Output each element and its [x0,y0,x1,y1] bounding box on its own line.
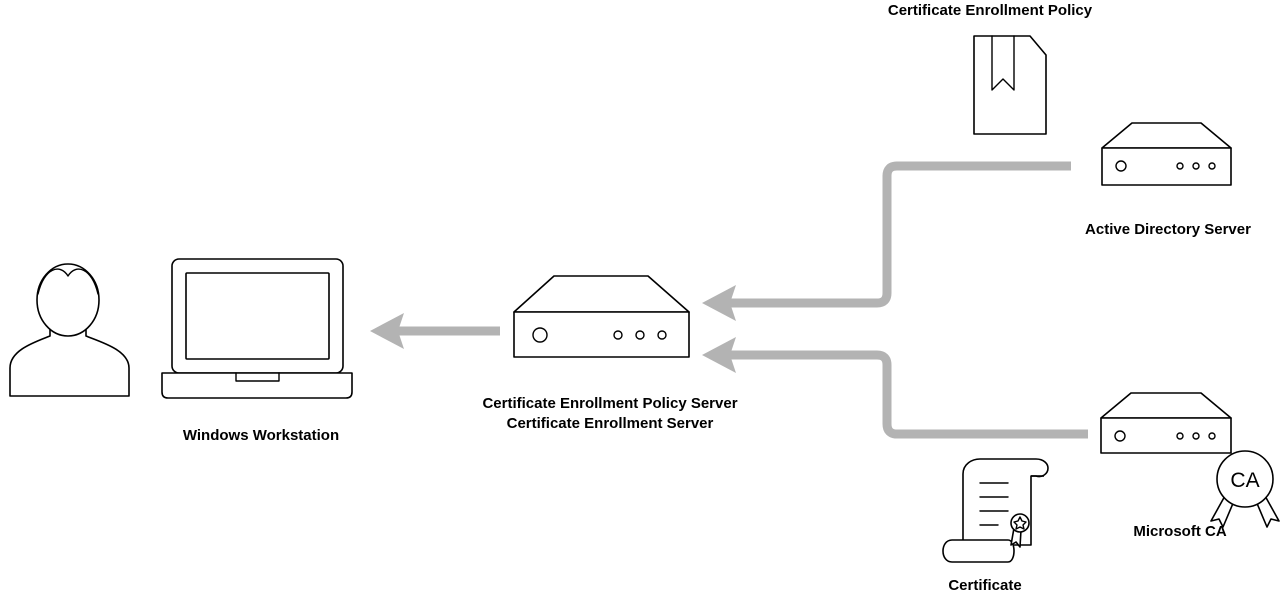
certificate-label: Certificate [948,577,1022,594]
windows-workstation-label: Windows Workstation [182,427,340,444]
certificate-scroll-icon [942,458,1049,563]
flow-from-active-directory [702,161,1071,321]
ca-badge-text: CA [1230,469,1259,492]
active-directory-label: Active Directory Server [1085,221,1251,238]
microsoft-ca-label: Microsoft CA [1133,523,1227,540]
user-icon [9,263,130,397]
arrow-to-workstation [370,313,500,349]
laptop-icon [161,258,353,399]
server-label: Certificate Enrollment Policy Server Cer… [440,394,780,434]
policy-document-icon [973,35,1047,135]
flow-from-microsoft-ca [702,337,1088,439]
server-icon [513,275,690,358]
server-label-line1: Certificate Enrollment Policy Server [482,395,738,412]
server-icon [1101,122,1232,186]
enrollment-policy-label: Certificate Enrollment Policy [887,2,1093,19]
server-label-line2: Certificate Enrollment Server [506,415,714,432]
server-icon [1100,392,1232,454]
ca-seal-icon: CA [1210,450,1280,528]
